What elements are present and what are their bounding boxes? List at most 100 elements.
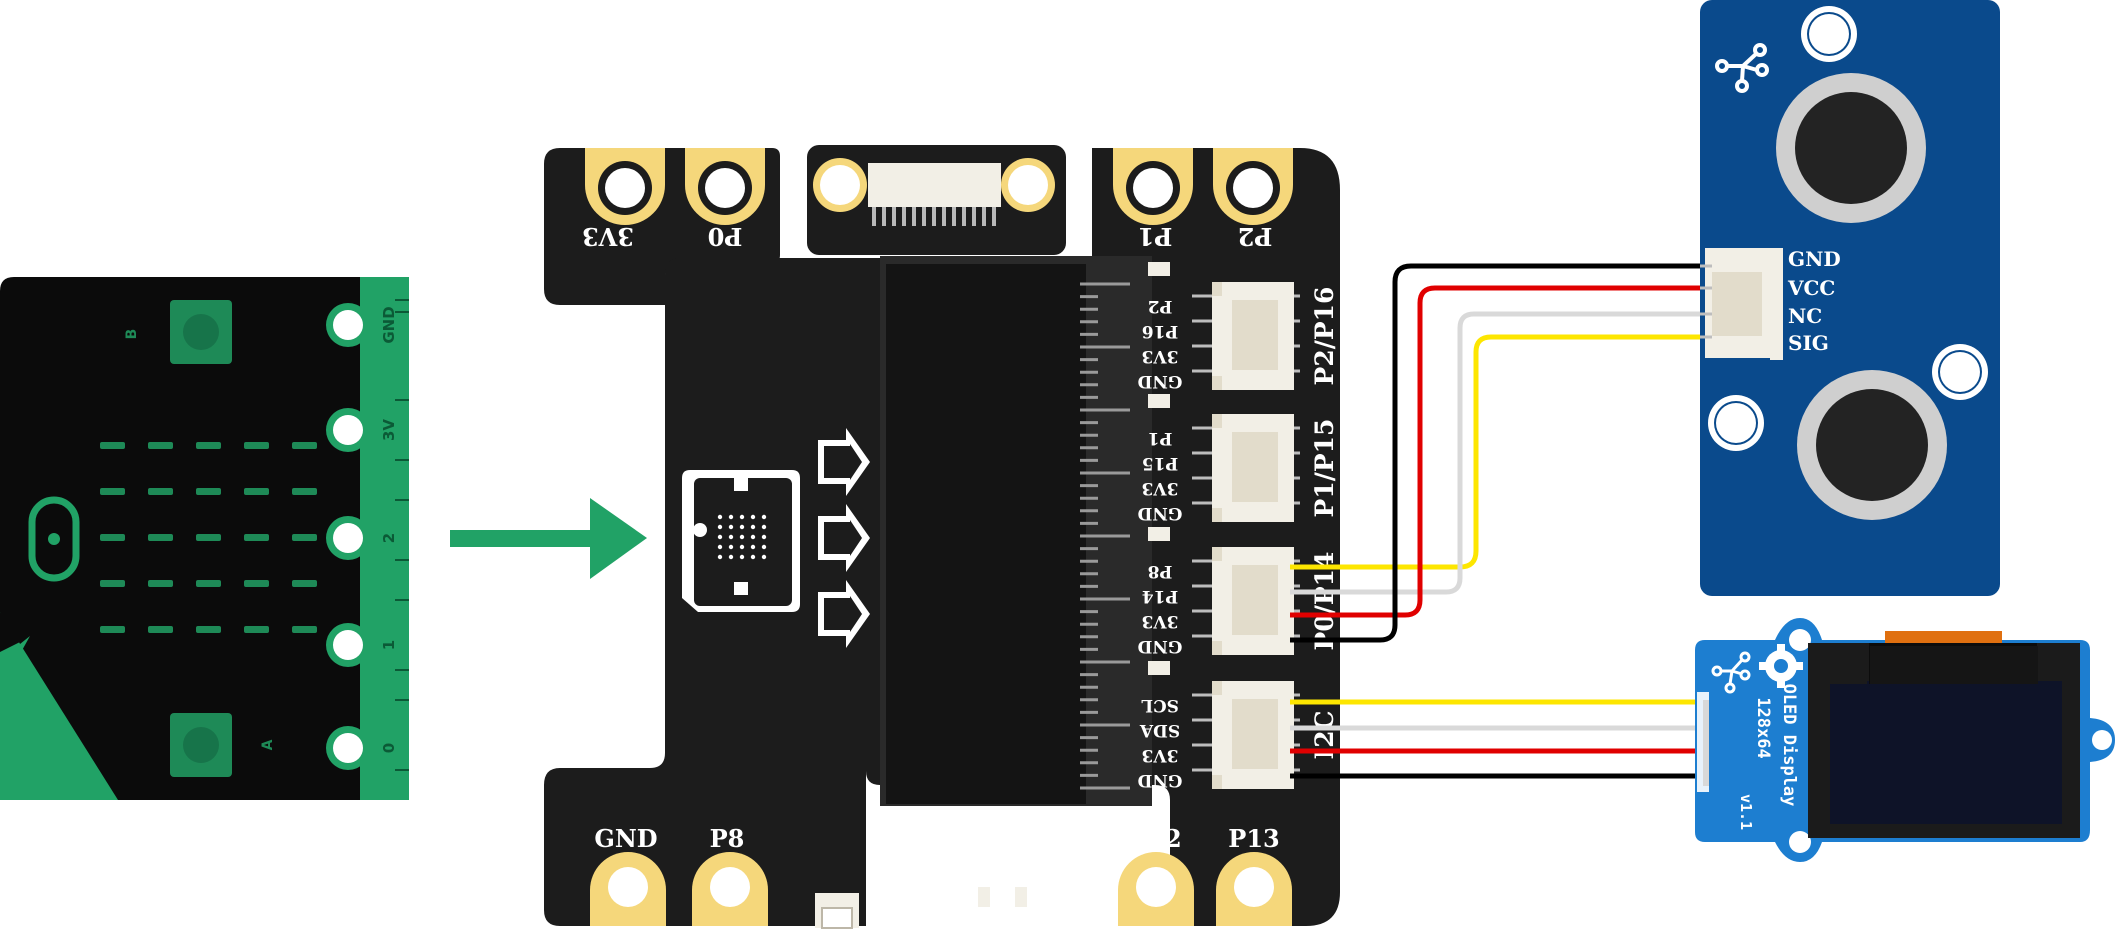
mini-led xyxy=(739,534,745,540)
microbit-button-a: A xyxy=(170,713,276,777)
port-connector-latch xyxy=(1212,775,1222,789)
wire-gnd-black xyxy=(1290,263,1712,643)
led xyxy=(100,580,125,587)
mini-led xyxy=(728,554,734,560)
top-ffc-connector xyxy=(813,158,1055,226)
port-pin-label: 3V3 xyxy=(1142,745,1179,765)
pwr-led: PWR xyxy=(978,875,1027,918)
led xyxy=(100,488,125,495)
microbit-pin-label: 3V xyxy=(380,419,398,441)
port-pin-label: P8 xyxy=(1148,561,1173,581)
pwr-label: PWR xyxy=(994,875,1014,918)
led xyxy=(196,580,221,587)
oled-connector xyxy=(1697,692,1709,792)
led xyxy=(196,626,221,633)
pad-gnd: GND xyxy=(590,824,666,926)
button-a-label: A xyxy=(260,739,276,750)
port-marker xyxy=(1148,262,1170,276)
port-marker xyxy=(1148,527,1170,541)
port-connector-inner xyxy=(1232,565,1278,635)
mini-led xyxy=(717,544,723,550)
led xyxy=(292,534,317,541)
port-connector-inner xyxy=(1232,300,1278,370)
led xyxy=(196,534,221,541)
microbit-pin-label: 1 xyxy=(380,640,398,650)
microbit-pin-gnd: GND xyxy=(326,303,398,347)
grove-logo-icon xyxy=(1711,651,1751,694)
port-pin-label: SDA xyxy=(1139,720,1180,740)
led xyxy=(244,580,269,587)
port-connector-inner xyxy=(1232,432,1278,502)
port-pin-label: P14 xyxy=(1142,586,1179,606)
led xyxy=(244,626,269,633)
microbit: GND 3V 2 1 0 B A xyxy=(0,277,409,800)
port-connector-latch xyxy=(1212,547,1222,561)
pad-label: P13 xyxy=(1228,824,1279,853)
mini-led xyxy=(728,534,734,540)
port-pin-label: GND xyxy=(1137,371,1182,391)
led xyxy=(148,626,173,633)
port-connector-latch xyxy=(1212,376,1222,390)
led xyxy=(148,534,173,541)
port-marker xyxy=(1148,394,1170,408)
mini-led xyxy=(717,554,723,560)
gear-icon xyxy=(1759,644,1803,688)
mini-led xyxy=(717,534,723,540)
expansion-board: 3V3 P0 P1 P2 xyxy=(544,145,1340,929)
port-pin-label: GND xyxy=(1137,636,1182,656)
pad-label: GND xyxy=(594,824,657,853)
led xyxy=(196,488,221,495)
mini-led xyxy=(739,544,745,550)
pad-label: P2 xyxy=(1238,222,1273,251)
led xyxy=(292,488,317,495)
port-connector-latch xyxy=(1212,641,1222,655)
port-pin-label: GND xyxy=(1137,770,1182,790)
port-pin-label: P1 xyxy=(1148,428,1173,448)
microbit-pin-3v: 3V xyxy=(326,408,398,452)
pad-label: P12 xyxy=(1130,824,1181,853)
pad-p8: P8 xyxy=(692,824,768,926)
mini-led xyxy=(728,524,734,530)
led xyxy=(148,488,173,495)
port-connector-inner xyxy=(1232,699,1278,769)
led xyxy=(100,534,125,541)
oled-title: OLED Display xyxy=(1779,684,1799,807)
led xyxy=(148,580,173,587)
led xyxy=(148,442,173,449)
mini-led xyxy=(728,514,734,520)
edge-ruler-ticks xyxy=(395,299,409,771)
usb-label: Micro xyxy=(870,868,945,897)
oled-display-module: OLED Display 128x64 v1.1 xyxy=(1695,618,2115,862)
port-pin-label: P2 xyxy=(1148,296,1173,316)
microbit-pin-2: 2 xyxy=(326,516,398,560)
sensor-pin-sig: SIG xyxy=(1788,331,1829,355)
port-pin-label: SCL xyxy=(1141,695,1179,715)
port-name-label: P1/P15 xyxy=(1310,419,1339,518)
microbit-edge-slot xyxy=(880,256,1152,806)
mini-led xyxy=(717,514,723,520)
mini-led xyxy=(761,524,767,530)
port-pin-label: 3V3 xyxy=(1142,478,1179,498)
microbit-pin-1: 1 xyxy=(326,623,398,667)
sensor-pin-nc: NC xyxy=(1788,304,1822,328)
mini-led xyxy=(750,544,756,550)
microbit-pin-label: 0 xyxy=(380,743,398,753)
mini-led xyxy=(750,514,756,520)
connect-arrow-icon xyxy=(450,498,647,579)
port-connector-latch xyxy=(1212,282,1222,296)
led xyxy=(100,626,125,633)
port-name-label: P2/P16 xyxy=(1310,287,1339,386)
pad-3v3: 3V3 xyxy=(582,148,665,251)
pad-label: 3V3 xyxy=(582,222,634,251)
microbit-pin-label: 2 xyxy=(380,533,398,543)
port-pin-label: 3V3 xyxy=(1142,346,1179,366)
led xyxy=(244,534,269,541)
port-pin-label: 3V3 xyxy=(1142,611,1179,631)
mini-led xyxy=(761,554,767,560)
mini-led-grid xyxy=(717,514,767,560)
sensor-pin-gnd: GND xyxy=(1788,247,1841,271)
port-pin-label: GND xyxy=(1137,503,1182,523)
